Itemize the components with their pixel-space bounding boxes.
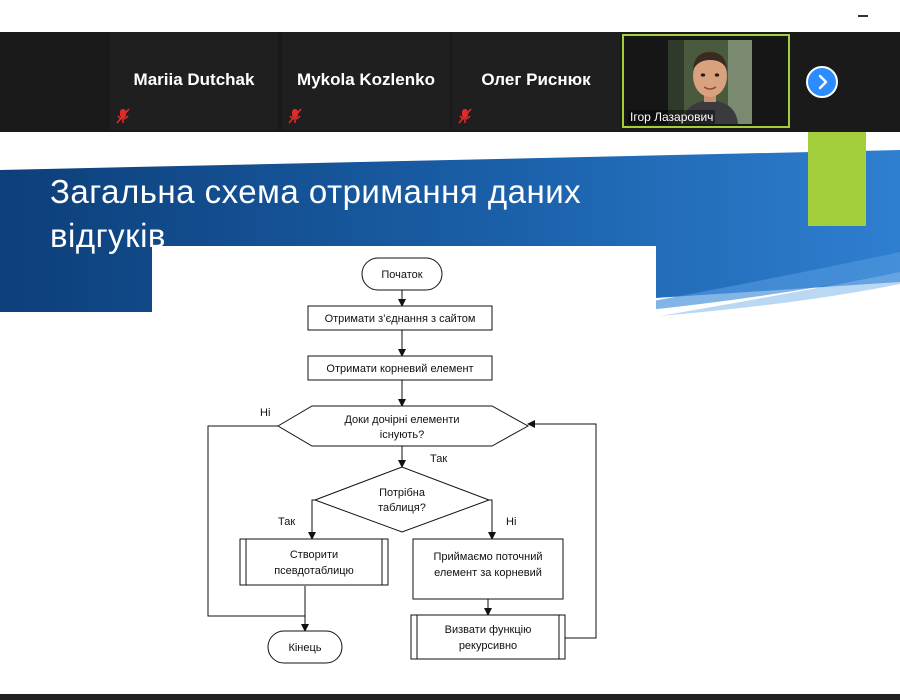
active-speaker-name: Ігор Лазарович: [628, 110, 716, 124]
flowchart-call-line1: Визвати функцію: [445, 624, 532, 636]
mic-muted-icon: [288, 108, 302, 124]
flowchart-step-connect-label: Отримати з’єднання з сайтом: [325, 313, 476, 325]
participant-tile[interactable]: Олег Риснюк: [452, 32, 620, 130]
participant-tile[interactable]: Mariia Dutchak: [110, 32, 278, 130]
flowchart-end: Кінець: [267, 630, 343, 664]
participant-name: Mariia Dutchak: [133, 70, 255, 89]
flowchart-accept-root: Приймаємо поточний елемент за корневий: [412, 538, 564, 600]
flowchart-branch-no-label: Ні: [260, 407, 270, 419]
flowchart-start: Початок: [361, 257, 443, 291]
flowchart-decision-children-line1: Доки дочірні елементи: [344, 414, 459, 426]
flowchart-step-connect: Отримати з’єднання з сайтом: [307, 305, 493, 331]
participant-strip: Mariia Dutchak Mykola Kozlenko Олег Рисн…: [0, 32, 900, 132]
accent-bar: [808, 132, 866, 226]
flowchart-decision-table-line1: Потрібна: [379, 487, 426, 499]
mic-muted-icon: [458, 108, 472, 124]
flowchart-call-line2: рекурсивно: [459, 640, 517, 652]
participant-tile[interactable]: Mykola Kozlenko: [282, 32, 450, 130]
window-title-bar: [0, 0, 900, 33]
shared-screen-slide: Загальна схема отримання даних відгуків: [0, 132, 900, 700]
flowchart-create-pseudotable: Створити псевдотаблицю: [239, 538, 389, 586]
next-page-button[interactable]: [806, 66, 838, 98]
flowchart-step-root-label: Отримати корневий елемент: [326, 363, 473, 375]
flowchart: Початок Отримати з’єднання з сайтом Отри…: [152, 246, 656, 670]
flowchart-decision-children: Доки дочірні елементи існують?: [277, 405, 530, 447]
flowchart-step-root: Отримати корневий елемент: [307, 355, 493, 381]
flowchart-decision-table: Потрібна таблиця?: [313, 466, 491, 533]
mic-muted-icon: [116, 108, 130, 124]
flowchart-decision-children-line2: існують?: [380, 429, 424, 441]
slide-title: Загальна схема отримання даних відгуків: [50, 170, 770, 258]
flowchart-branch-table-no-label: Ні: [506, 516, 516, 528]
chevron-right-icon: [818, 74, 828, 90]
flowchart-create-line1: Створити: [290, 549, 338, 561]
minimize-icon[interactable]: [858, 8, 870, 22]
bottom-edge: [0, 694, 900, 700]
participant-name: Олег Риснюк: [481, 70, 591, 89]
flowchart-branch-yes-label: Так: [430, 453, 447, 465]
flowchart-recursive-call: Визвати функцію рекурсивно: [410, 614, 566, 660]
flowchart-accept-line1: Приймаємо поточний: [433, 551, 542, 563]
flowchart-accept-line2: елемент за корневий: [434, 567, 542, 579]
slide-title-line-1: Загальна схема отримання даних: [50, 173, 582, 210]
flowchart-create-line2: псевдотаблицю: [274, 565, 354, 577]
flowchart-branch-table-yes-label: Так: [278, 516, 295, 528]
slide-title-line-2: відгуків: [50, 217, 166, 254]
participant-name: Mykola Kozlenko: [297, 70, 435, 89]
flowchart-end-label: Кінець: [288, 642, 321, 654]
flowchart-start-label: Початок: [381, 269, 422, 281]
participant-video-image: [668, 40, 752, 124]
active-speaker-video[interactable]: Ігор Лазарович: [622, 34, 790, 128]
flowchart-decision-table-line2: таблиця?: [378, 502, 426, 514]
